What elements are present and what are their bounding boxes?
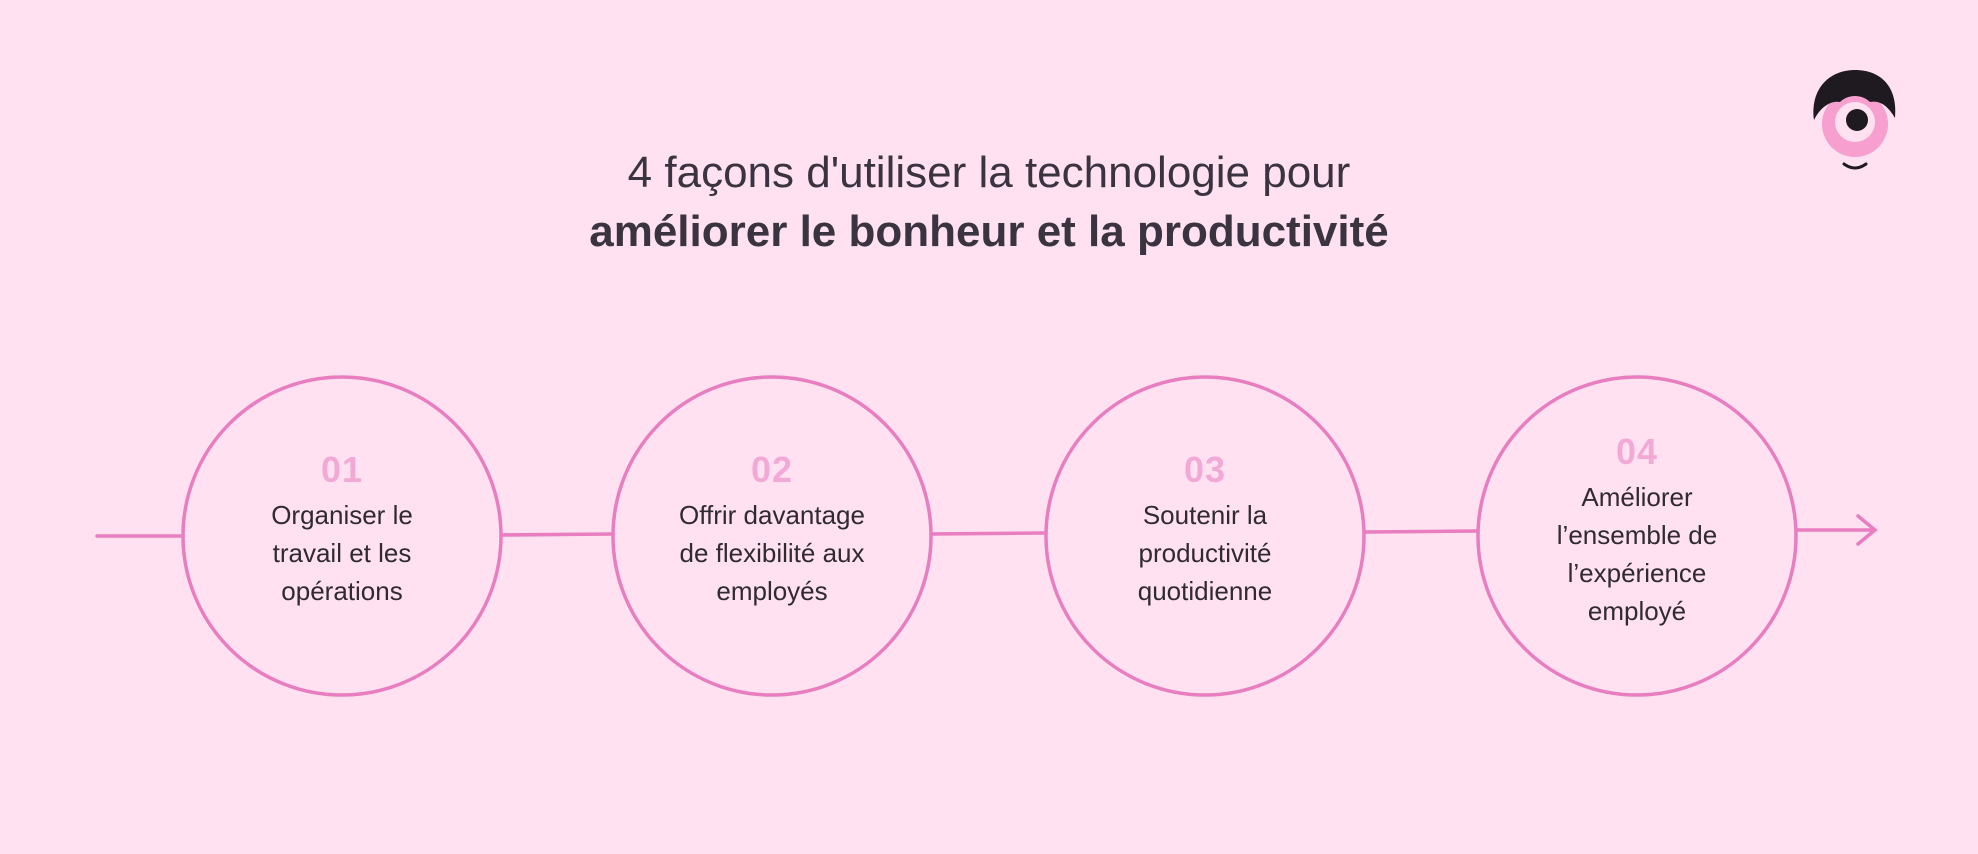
step-2: 02 Offrir davantage de flexibilité aux e… <box>632 448 912 610</box>
step-label: Améliorer l’ensemble de l’expérience emp… <box>1556 482 1718 626</box>
step-label: Offrir davantage de flexibilité aux empl… <box>679 500 865 606</box>
mascot-eye-icon <box>1813 70 1896 170</box>
step-circle-2 <box>611 375 933 697</box>
step-circle-1 <box>181 375 503 697</box>
step-3: 03 Soutenir la productivité quotidienne <box>1065 448 1345 610</box>
step-number: 01 <box>320 449 364 490</box>
step-circle-4 <box>1476 375 1798 697</box>
step-number: 03 <box>1183 449 1227 490</box>
connector-line-2-3 <box>929 531 1047 536</box>
step-number: 02 <box>750 449 794 490</box>
title-line-2: améliorer le bonheur et la productivité <box>589 207 1389 256</box>
arrow-head-icon <box>1856 514 1878 546</box>
step-label: Organiser le travail et les opérations <box>271 500 413 606</box>
connector-line-1-2 <box>499 532 615 537</box>
step-number: 04 <box>1615 431 1659 472</box>
step-4: 04 Améliorer l’ensemble de l’expérience … <box>1497 430 1777 630</box>
connector-line-3-4 <box>1363 529 1479 534</box>
step-label: Soutenir la productivité quotidienne <box>1137 500 1273 606</box>
title-line-1: 4 façons d'utiliser la technologie pour <box>627 148 1351 197</box>
step-1: 01 Organiser le travail et les opération… <box>202 448 482 610</box>
step-circle-3 <box>1044 375 1366 697</box>
